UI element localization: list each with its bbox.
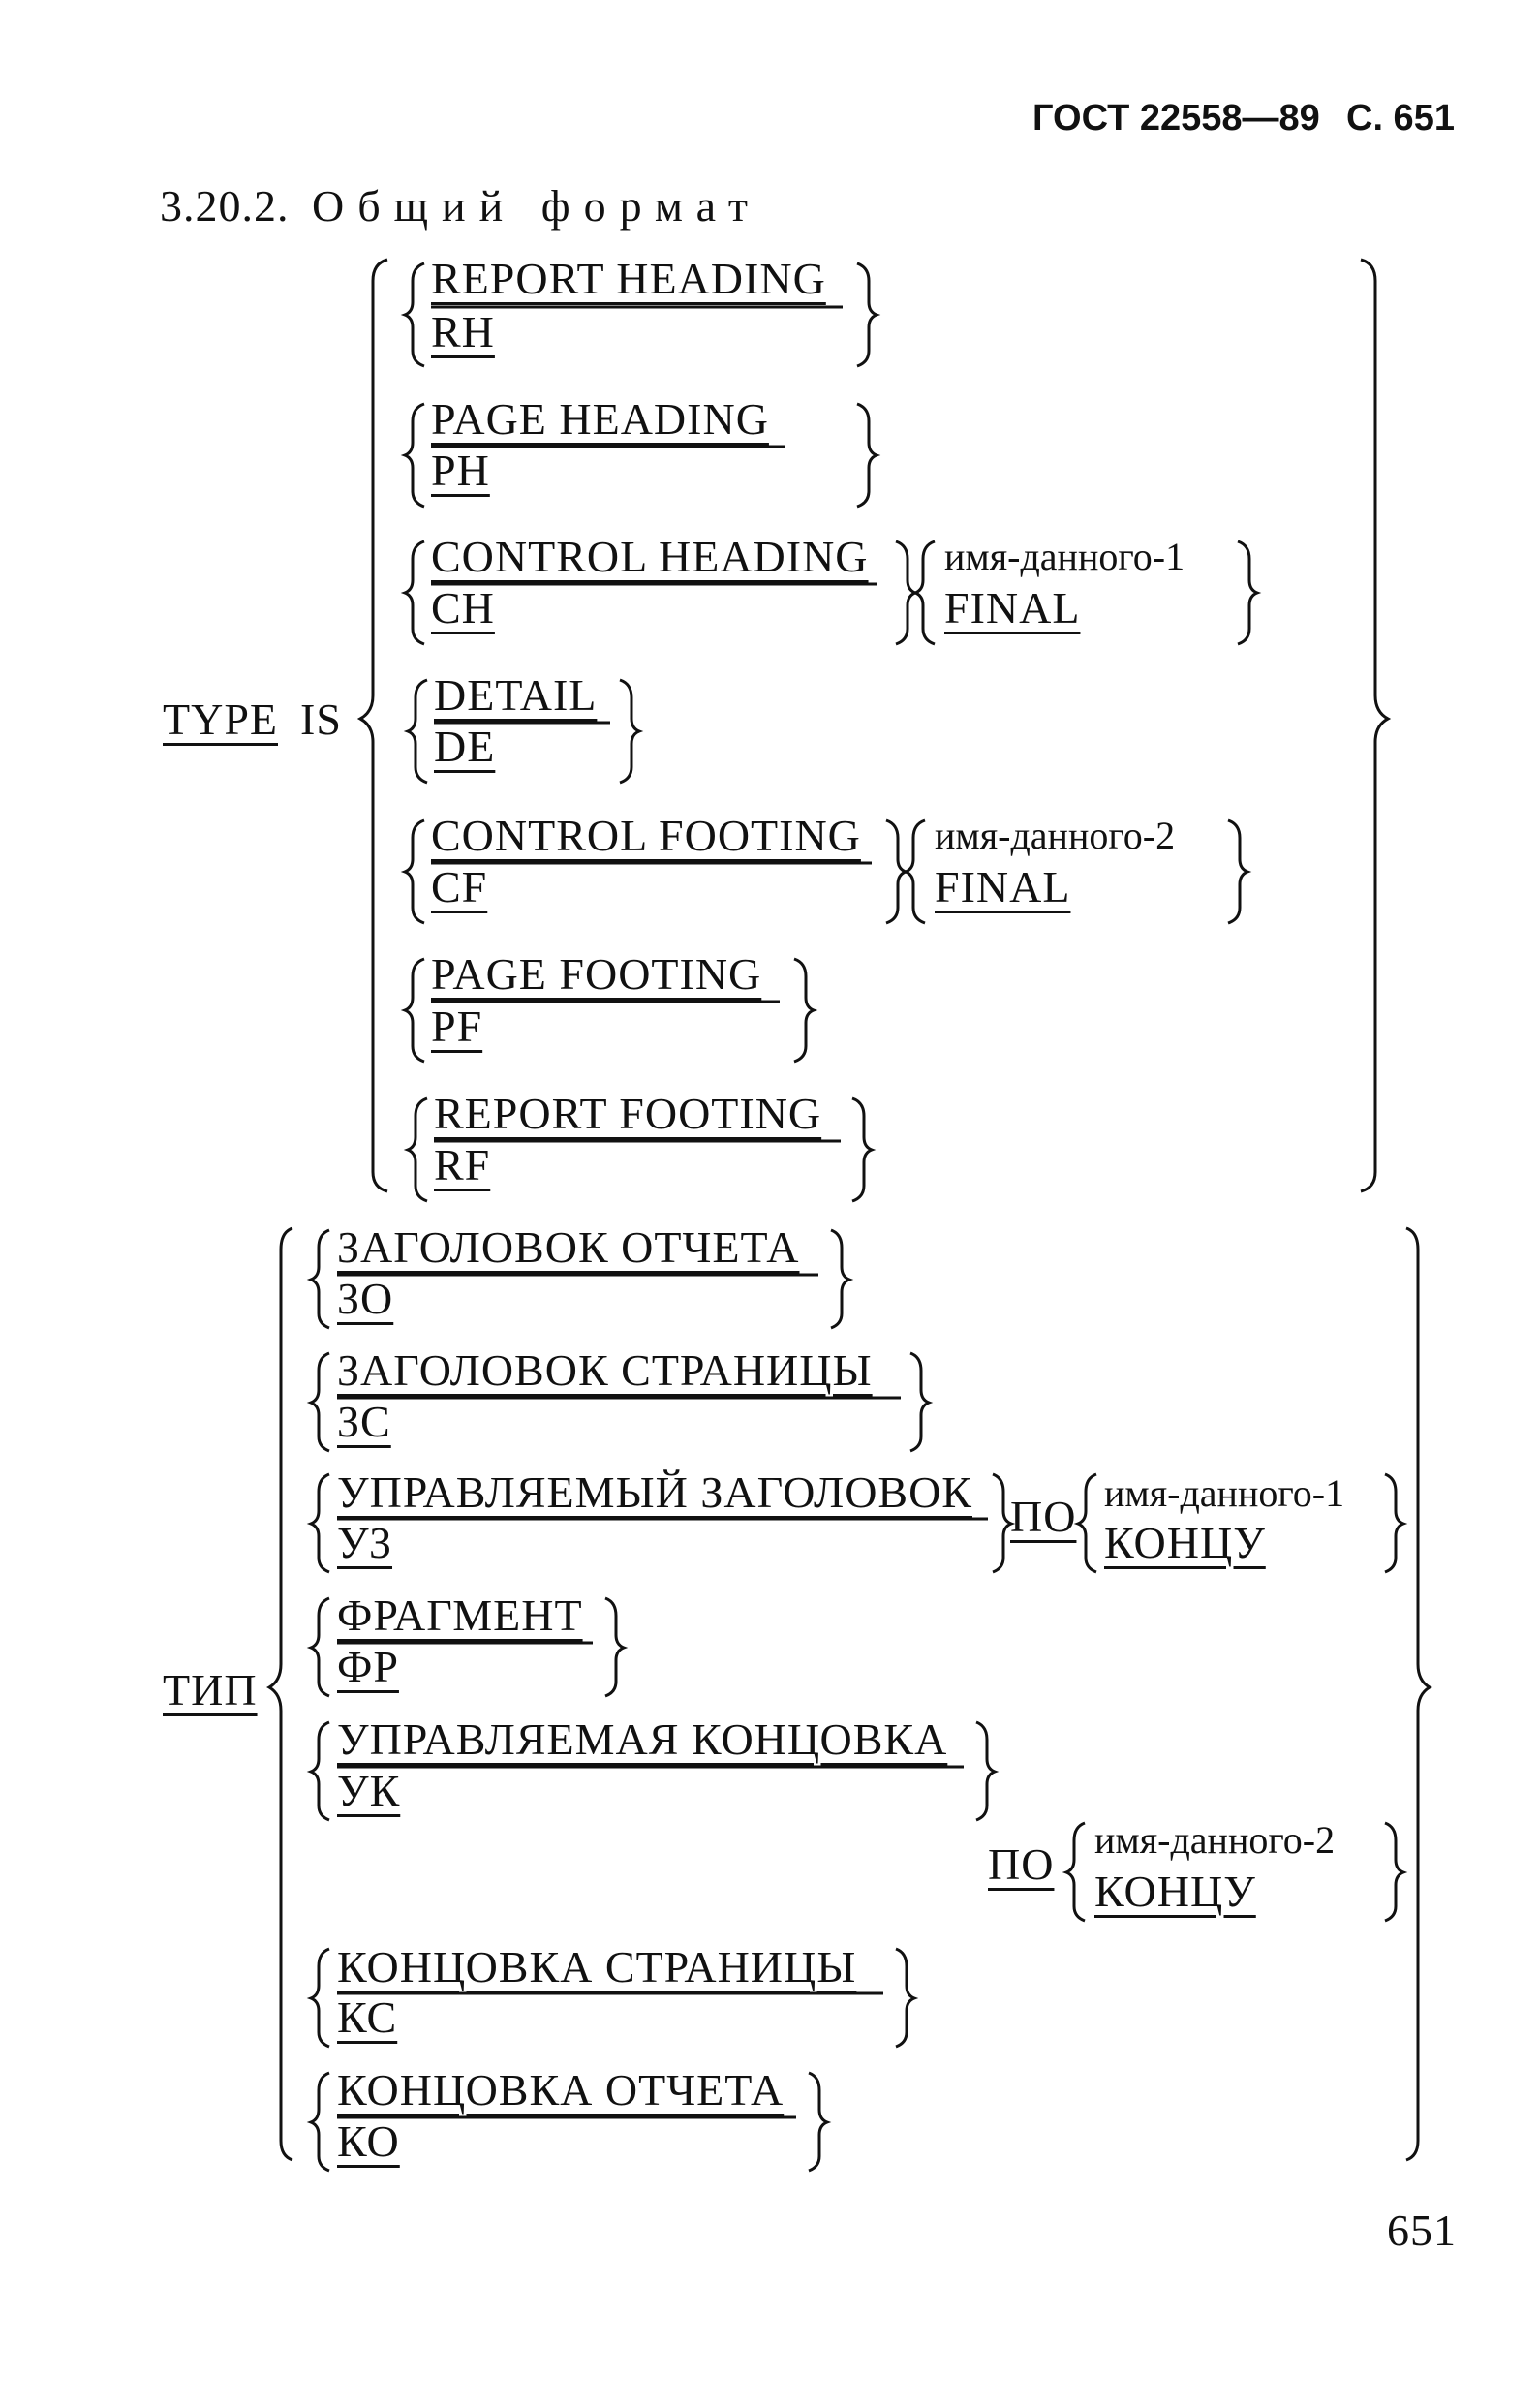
option-pf: PF [431,1002,483,1051]
option-report-footing: REPORT FOOTING [434,1089,822,1138]
option-de: DE [434,722,496,771]
option-report-heading: REPORT HEADING [431,254,826,303]
outer-left-brace-ru [266,1226,293,2162]
keyword-po-2: ПО [988,1839,1055,1889]
option-rh: RH [431,307,495,356]
standard-code: ГОСТ 22558—89 [1032,98,1320,139]
option-uz-long: УПРАВЛЯЕМЫЙ ЗАГОЛОВОК [337,1467,972,1517]
option-zo: ЗО [337,1274,394,1323]
keyword-po-1: ПО [1010,1492,1077,1541]
section-title: Общий формат [312,181,762,231]
keyword-tip: ТИП [163,1665,258,1714]
option-zs: ЗС [337,1397,391,1446]
section-number: 3.20.2. [160,181,290,231]
option-control-heading: CONTROL HEADING [431,532,869,581]
option-zo-long: ЗАГОЛОВОК ОТЧЕТА [337,1222,800,1272]
option-ks-long: КОНЦОВКА СТРАНИЦЫ [337,1942,857,1991]
page-number: 651 [1387,2206,1457,2255]
option-rf: RF [434,1140,491,1189]
option-final-2: FINAL [935,862,1071,911]
keyword-type: TYPE [163,695,278,744]
outer-right-brace-en [1360,258,1392,1193]
option-zs-long: ЗАГОЛОВОК СТРАНИЦЫ [337,1345,873,1395]
option-data-name-1: имя-данного-1 [944,535,1185,578]
option-fr: ФР [337,1642,399,1691]
option-ch: CH [431,583,495,633]
option-final-1: FINAL [944,583,1081,633]
keyword-is: IS [300,695,342,744]
option-uz: УЗ [337,1518,393,1567]
page-reference: С. 651 [1346,98,1455,139]
option-ph: PH [431,446,490,495]
option-ko-long: КОНЦОВКА ОТЧЕТА [337,2065,785,2115]
outer-right-brace-ru [1405,1226,1432,2162]
option-detail: DETAIL [434,670,598,720]
option-uk: УК [337,1766,401,1815]
option-data-name-2: имя-данного-2 [935,814,1176,857]
option-kontsu-2: КОНЦУ [1094,1867,1256,1916]
option-ko: КО [337,2116,400,2166]
option-kontsu-1: КОНЦУ [1104,1518,1266,1567]
option-fr-long: ФРАГМЕНТ [337,1590,583,1640]
option-page-footing: PAGE FOOTING [431,949,762,999]
option-page-heading: PAGE HEADING [431,394,769,444]
option-cf: CF [431,862,488,911]
option-ks: КС [337,1992,398,2042]
option-data-name-2-ru: имя-данного-2 [1094,1818,1336,1862]
option-uk-long: УПРАВЛЯЕМАЯ КОНЦОВКА [337,1714,948,1764]
option-control-footing: CONTROL FOOTING [431,811,861,860]
option-data-name-1-ru: имя-данного-1 [1104,1471,1345,1515]
outer-left-brace-en [356,258,388,1193]
